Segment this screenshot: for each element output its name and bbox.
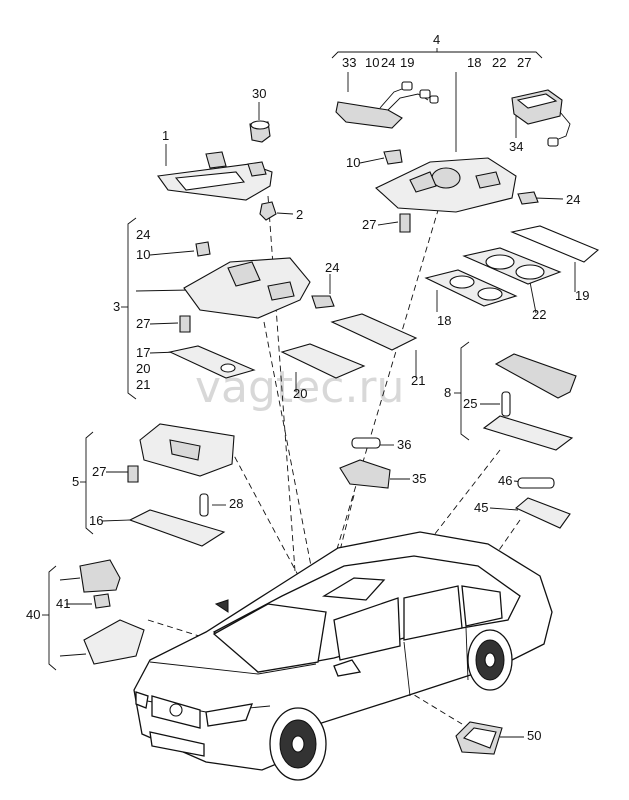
housing-35	[339, 459, 391, 489]
callout-33: 33	[342, 55, 356, 70]
callout-24: 24	[566, 192, 580, 207]
bulb-41	[93, 593, 111, 609]
lamp-45	[514, 497, 571, 529]
bulb-27	[399, 213, 411, 233]
lamp-housing-5	[139, 423, 235, 477]
callout-10: 10	[365, 55, 379, 70]
callout-20: 20	[136, 361, 150, 376]
callout-28: 28	[229, 496, 243, 511]
callout-30: 30	[252, 86, 266, 101]
callout-27: 27	[136, 316, 150, 331]
bulb-27-left	[179, 315, 191, 333]
callout-4: 4	[433, 32, 440, 47]
callout-17: 17	[136, 345, 150, 360]
callout-24: 24	[136, 227, 150, 242]
callout-25: 25	[463, 396, 477, 411]
module-33	[335, 81, 439, 129]
callout-46: 46	[498, 473, 512, 488]
callout-21: 21	[411, 373, 425, 388]
callout-5: 5	[72, 474, 79, 489]
callout-50: 50	[527, 728, 541, 743]
bulb-36	[351, 437, 381, 449]
panel-22	[462, 247, 562, 285]
console-3	[183, 257, 311, 319]
housing-40	[83, 619, 145, 665]
callout-20: 20	[293, 386, 307, 401]
callout-35: 35	[412, 471, 426, 486]
clip-2	[259, 201, 277, 221]
screw-24	[517, 191, 539, 205]
callout-1: 1	[162, 128, 169, 143]
connector-10-left	[195, 241, 211, 257]
lamp-8	[482, 353, 577, 451]
callout-27: 27	[517, 55, 531, 70]
connector-10	[383, 149, 403, 165]
callout-45: 45	[474, 500, 488, 515]
screw-24-mid	[311, 295, 335, 309]
callout-27: 27	[92, 464, 106, 479]
car-illustration	[133, 531, 553, 781]
callout-27: 27	[362, 217, 376, 232]
callout-21: 21	[136, 377, 150, 392]
lens-17	[168, 345, 256, 379]
callout-18: 18	[437, 313, 451, 328]
frame-1	[157, 151, 273, 201]
console-4	[375, 157, 517, 213]
callout-19: 19	[400, 55, 414, 70]
callout-18: 18	[467, 55, 481, 70]
callout-40: 40	[26, 607, 40, 622]
callout-3: 3	[113, 299, 120, 314]
callout-8: 8	[444, 385, 451, 400]
callout-10: 10	[136, 247, 150, 262]
callout-10: 10	[346, 155, 360, 170]
bulb-25	[501, 391, 511, 417]
lamp-50	[455, 721, 503, 755]
callout-19: 19	[575, 288, 589, 303]
callout-22: 22	[532, 307, 546, 322]
lens-21	[330, 313, 418, 351]
lamp-40	[79, 559, 121, 593]
clip-30	[249, 120, 271, 143]
leader-lines	[42, 48, 576, 738]
lens-20	[280, 343, 366, 379]
panel-19	[510, 225, 600, 263]
callout-36: 36	[397, 437, 411, 452]
panel-18	[424, 269, 518, 307]
callout-labels: 1 2 3 4 5 8 10 10 10 16 17 18 18 19 19 2…	[26, 32, 589, 743]
bulb-27-group5	[127, 465, 139, 483]
callout-2: 2	[296, 207, 303, 222]
switch-34	[511, 89, 571, 147]
callout-41: 41	[56, 596, 70, 611]
callout-16: 16	[89, 513, 103, 528]
bulb-46	[517, 477, 555, 489]
callout-24: 24	[325, 260, 339, 275]
callout-24: 24	[381, 55, 395, 70]
lens-16	[128, 509, 226, 547]
callout-34: 34	[509, 139, 523, 154]
bulb-28	[199, 493, 209, 517]
callout-22: 22	[492, 55, 506, 70]
